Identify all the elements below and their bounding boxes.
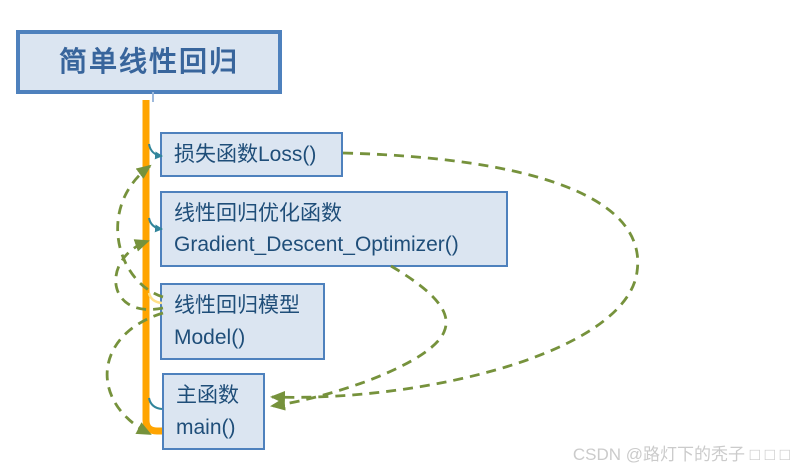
edge-model-to-loss <box>116 164 164 299</box>
node-main-label-line2: main() <box>176 415 236 439</box>
node-loss-function: 损失函数Loss() <box>160 132 343 177</box>
node-main-function: 主函数 main() <box>162 373 265 450</box>
node-optimizer-function: 线性回归优化函数 Gradient_Descent_Optimizer() <box>160 191 508 267</box>
node-optimizer-label-line2: Gradient_Descent_Optimizer() <box>174 233 459 256</box>
node-main-label-line1: 主函数 <box>176 384 239 407</box>
node-title: 简单线性回归 <box>16 30 282 94</box>
title-label: 简单线性回归 <box>58 46 239 77</box>
node-model-label-line2: Model() <box>174 325 246 349</box>
node-model-label-line1: 线性回归模型 <box>174 294 300 317</box>
watermark-text: CSDN @路灯下的秃子 □ □ □ <box>572 445 790 464</box>
edge-loss-to-main <box>270 151 640 404</box>
edge-model-to-optimizer <box>114 239 164 311</box>
node-optimizer-label-line1: 线性回归优化函数 <box>174 201 342 225</box>
node-loss-label: 损失函数Loss() <box>174 142 317 166</box>
edge-model-to-main <box>105 311 164 436</box>
node-model-function: 线性回归模型 Model() <box>160 283 325 360</box>
connector-title-to-main <box>148 397 163 410</box>
